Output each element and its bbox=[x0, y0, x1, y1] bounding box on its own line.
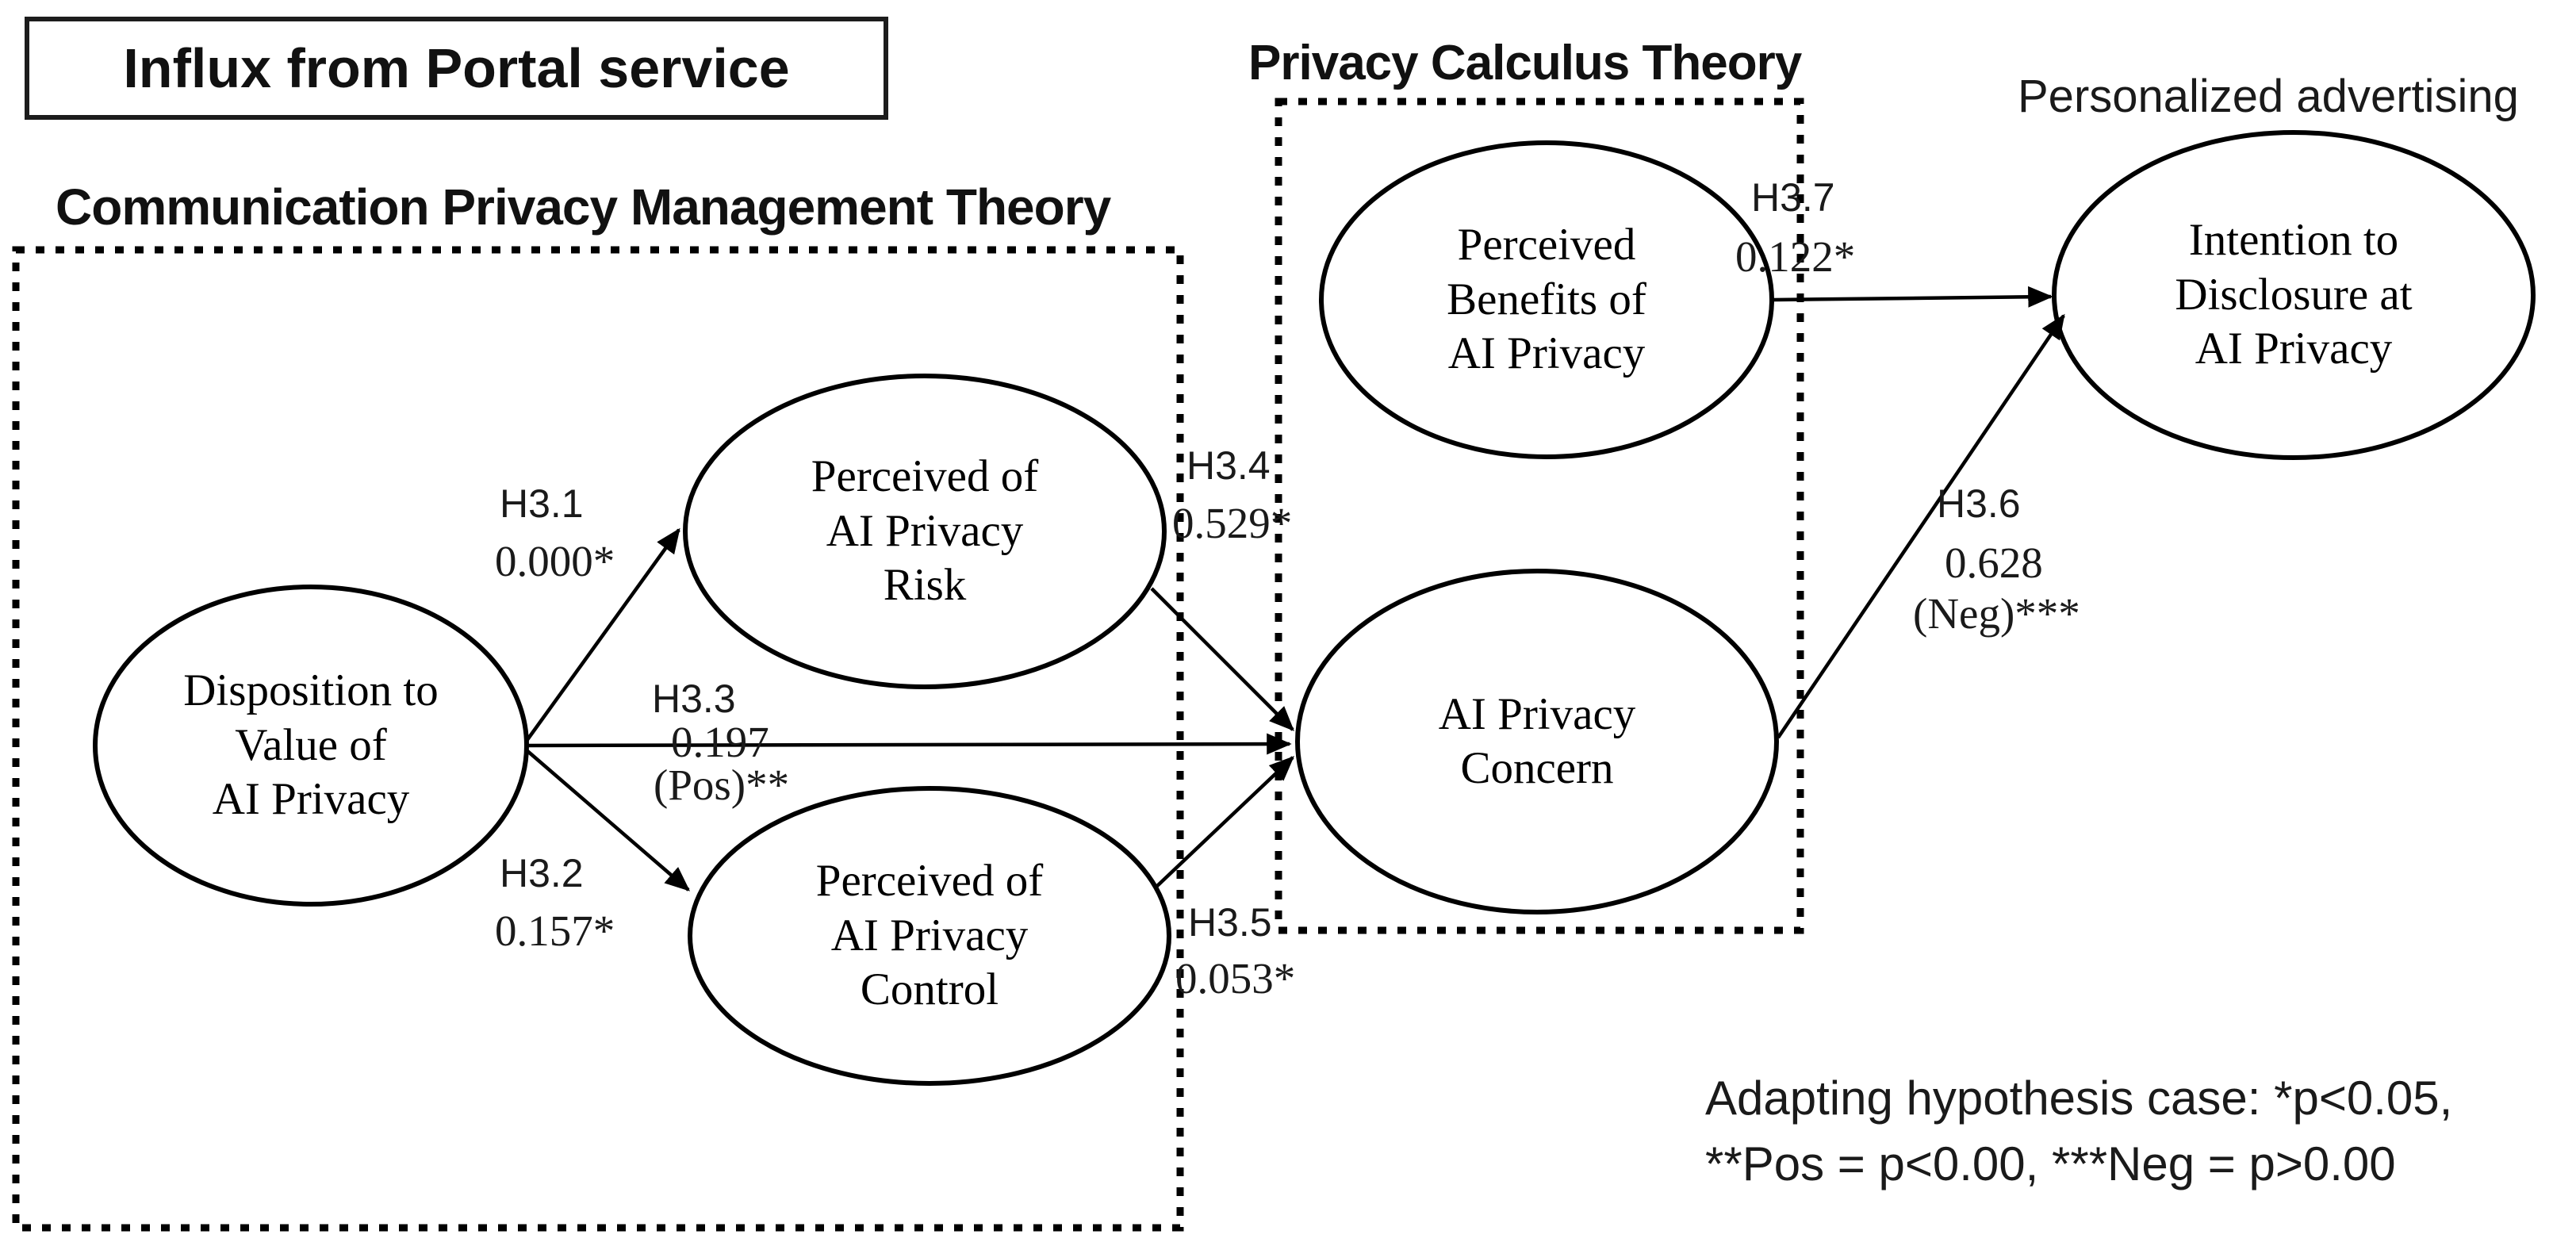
hypothesis-note: Adapting hypothesis case: *p<0.05, **Pos… bbox=[1705, 1072, 2453, 1190]
label-h31-value: 0.000* bbox=[495, 537, 615, 585]
edge-h31-disposition-to-risk bbox=[525, 527, 680, 742]
label-h36-code: H3.6 bbox=[1937, 481, 2021, 526]
pct-theory-box bbox=[1275, 98, 1804, 934]
node-perceived-of-ai-privacy-risk: Perceived of AI Privacy Risk bbox=[811, 451, 1039, 611]
node-disposition-to-value-of-ai-privacy: Disposition to Value of AI Privacy bbox=[183, 665, 439, 825]
node-ai-privacy-concern: AI Privacy Concern bbox=[1438, 688, 1636, 793]
influx-box-label: Influx from Portal service bbox=[123, 37, 790, 99]
cpm-theory-heading: Communication Privacy Management Theory bbox=[56, 178, 1111, 236]
label-h33-value: 0.197 bbox=[671, 718, 769, 766]
personalized-advertising-heading: Personalized advertising bbox=[2018, 71, 2519, 122]
edge-h37-benefits-to-intention bbox=[1773, 286, 2053, 308]
node-perceived-of-ai-privacy-control: Perceived of AI Privacy Control bbox=[815, 856, 1044, 1015]
disposition-ellipse bbox=[93, 585, 529, 907]
influx-from-portal-service-box: Influx from Portal service bbox=[25, 17, 888, 120]
edge-h34-risk-to-concern bbox=[1150, 587, 1294, 731]
control-ellipse bbox=[688, 786, 1171, 1086]
label-h32-code: H3.2 bbox=[500, 851, 584, 895]
label-h35-code: H3.5 bbox=[1188, 900, 1272, 945]
label-h32-value: 0.157* bbox=[495, 907, 615, 955]
label-h34-code: H3.4 bbox=[1186, 443, 1271, 488]
concern-ellipse bbox=[1295, 569, 1779, 914]
label-h35-value: 0.053* bbox=[1175, 954, 1296, 1003]
label-h37-code: H3.7 bbox=[1751, 175, 1835, 220]
node-intention-to-disclosure-at-ai-privacy: Intention to Disclosure at AI Privacy bbox=[2175, 215, 2413, 374]
edge-h33-disposition-to-concern bbox=[527, 733, 1292, 755]
label-h33-code: H3.3 bbox=[652, 677, 736, 721]
label-h36-value: 0.628 bbox=[1945, 539, 2043, 587]
pct-theory-heading: Privacy Calculus Theory bbox=[1248, 36, 1802, 90]
edge-h36-concern-to-intention bbox=[1777, 313, 2065, 739]
benefits-ellipse bbox=[1319, 140, 1774, 459]
cpm-theory-box bbox=[12, 246, 1184, 1232]
intention-ellipse bbox=[2052, 130, 2536, 460]
edge-h35-control-to-concern bbox=[1155, 756, 1294, 888]
edge-h32-disposition-to-control bbox=[525, 749, 691, 891]
label-h36-sign: (Neg)*** bbox=[1913, 589, 2080, 638]
label-h31-code: H3.1 bbox=[500, 481, 584, 526]
node-perceived-benefits-of-ai-privacy: Perceived Benefits of AI Privacy bbox=[1447, 220, 1646, 379]
label-h34-value: 0.529* bbox=[1172, 499, 1293, 547]
label-h37-value: 0.122* bbox=[1735, 232, 1856, 281]
risk-ellipse bbox=[683, 374, 1167, 689]
label-h33-sign: (Pos)** bbox=[654, 761, 790, 809]
